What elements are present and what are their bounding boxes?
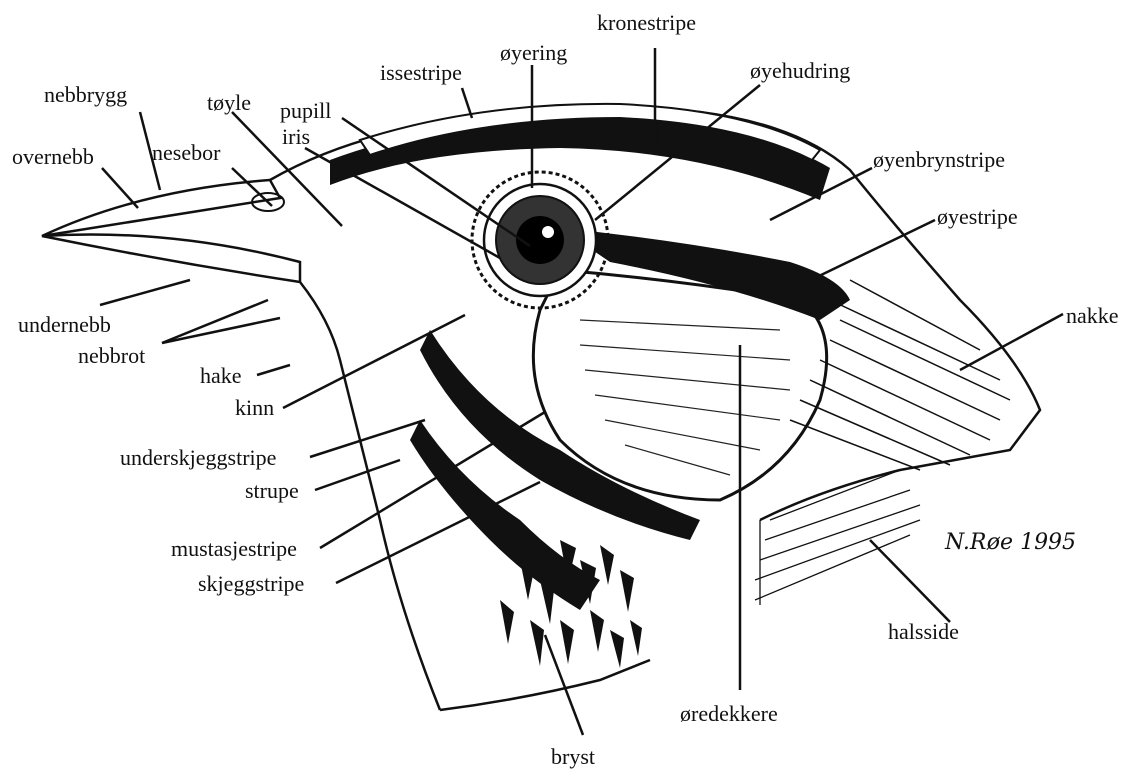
label-overnebb: overnebb — [12, 146, 94, 168]
label-nebbrygg: nebbrygg — [44, 84, 127, 106]
label-iris: iris — [282, 126, 310, 148]
leader-oyestripe — [790, 220, 935, 290]
label-issestripe: issestripe — [380, 62, 462, 84]
neck-side-hatching — [755, 470, 920, 605]
leader-nebbrot-2 — [162, 318, 280, 343]
leader-nebbrot-1 — [162, 300, 268, 343]
label-oyehudring: øyehudring — [750, 60, 850, 82]
leader-hake — [257, 365, 290, 375]
label-toyle: tøyle — [207, 92, 251, 114]
label-nesebor: nesebor — [152, 142, 220, 164]
leader-overnebb — [102, 168, 138, 208]
label-skjeggstripe: skjeggstripe — [198, 573, 304, 595]
leader-issestripe — [462, 88, 472, 118]
label-nakke: nakke — [1066, 305, 1119, 327]
label-strupe: strupe — [245, 480, 299, 502]
label-kinn: kinn — [235, 397, 274, 419]
label-bryst: bryst — [551, 746, 595, 768]
leader-halsside — [870, 540, 950, 622]
label-oyestripe: øyestripe — [937, 206, 1018, 228]
label-oyenbrynstripe: øyenbrynstripe — [873, 149, 1005, 171]
label-oredekkere: øredekkere — [680, 703, 778, 725]
label-mustasjestripe: mustasjestripe — [171, 538, 297, 560]
label-hake: hake — [200, 365, 242, 387]
label-pupill: pupill — [280, 100, 331, 122]
leader-strupe — [315, 460, 400, 490]
leader-underskjeggstripe — [310, 420, 425, 457]
label-kronestripe: kronestripe — [597, 12, 696, 34]
label-oyering: øyering — [500, 42, 567, 64]
ear-hatching — [580, 320, 790, 475]
eye-mark — [472, 172, 608, 308]
leader-undernebb — [100, 280, 190, 305]
artist-signature: N.Røe 1995 — [945, 530, 1076, 555]
label-undernebb: undernebb — [18, 314, 111, 336]
label-nebbrot: nebbrot — [78, 345, 145, 367]
leader-iris — [305, 148, 500, 258]
label-underskjeggstripe: underskjeggstripe — [120, 447, 276, 469]
label-halsside: halsside — [888, 621, 959, 643]
